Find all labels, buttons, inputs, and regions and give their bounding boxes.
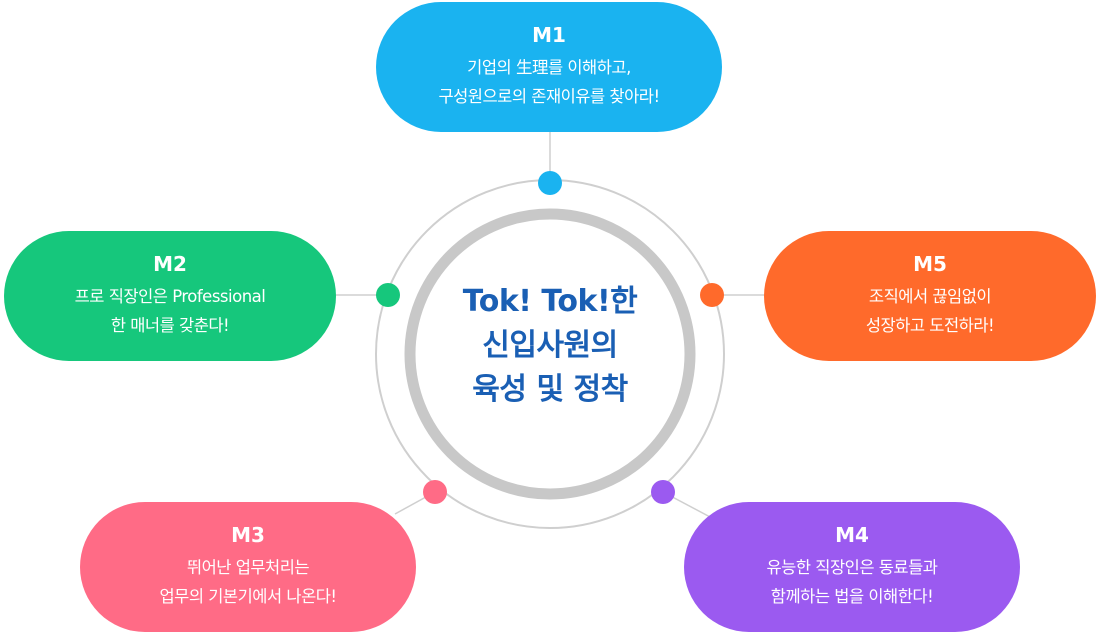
node-m5-line-1: 조직에서 끊임없이 <box>868 287 992 306</box>
dot-m2 <box>376 283 400 307</box>
node-m1-code: M1 <box>532 23 566 47</box>
node-m2-line-1: 프로 직장인은 Professional <box>74 287 266 306</box>
inner-ring <box>404 208 696 500</box>
node-m3-line-2: 업무의 기본기에서 나온다! <box>159 587 337 606</box>
center-line-3: 육성 및 정착 <box>472 372 628 407</box>
center-line-2: 신입사원의 <box>482 328 618 363</box>
node-m5-code: M5 <box>913 252 947 276</box>
node-m3-line-1: 뛰어난 업무처리는 <box>186 558 310 577</box>
node-m1-line-1: 기업의 生理를 이해하고, <box>467 58 631 77</box>
center-title: Tok! Tok!한 신입사원의 육성 및 정착 <box>400 280 700 412</box>
dot-m4 <box>651 480 675 504</box>
node-m4-code: M4 <box>835 523 869 547</box>
dot-m5 <box>700 283 724 307</box>
node-m1: M1 기업의 生理를 이해하고, 구성원으로의 존재이유를 찾아라! <box>376 2 722 132</box>
node-m2: M2 프로 직장인은 Professional 한 매너를 갖춘다! <box>4 231 336 361</box>
node-m5: M5 조직에서 끊임없이 성장하고 도전하라! <box>764 231 1096 361</box>
node-m2-code: M2 <box>153 252 187 276</box>
node-m3-code: M3 <box>231 523 265 547</box>
node-m4-line-2: 함께하는 법을 이해한다! <box>770 587 934 606</box>
node-m5-line-2: 성장하고 도전하라! <box>865 316 995 335</box>
node-m3: M3 뛰어난 업무처리는 업무의 기본기에서 나온다! <box>80 502 416 632</box>
node-m1-line-2: 구성원으로의 존재이유를 찾아라! <box>438 87 660 106</box>
center-line-1: Tok! Tok!한 <box>462 284 638 319</box>
node-m4: M4 유능한 직장인은 동료들과 함께하는 법을 이해한다! <box>684 502 1020 632</box>
dot-m1 <box>538 171 562 195</box>
dot-m3 <box>423 480 447 504</box>
node-m2-line-2: 한 매너를 갖춘다! <box>110 316 230 335</box>
node-m4-line-1: 유능한 직장인은 동료들과 <box>766 558 938 577</box>
